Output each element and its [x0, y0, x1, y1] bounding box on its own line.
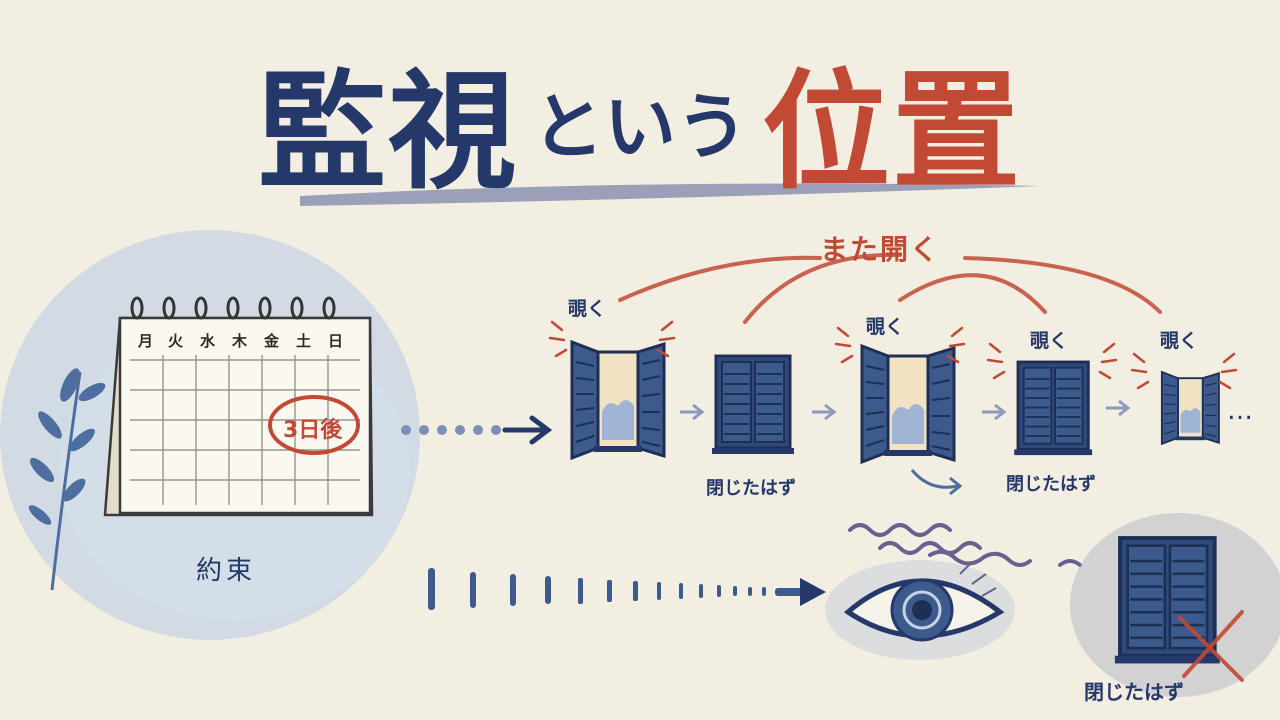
- peek-label-1: 覗く: [568, 298, 607, 320]
- spark-icon: [986, 342, 1006, 380]
- spark-icon: [656, 320, 676, 358]
- spark-icon: [1218, 352, 1238, 390]
- spark-icon: [946, 326, 966, 364]
- weekday-fri: 金: [264, 332, 280, 350]
- marked-date-label: 3日後: [283, 418, 343, 443]
- closed-label-final: 閉じたはず: [1084, 680, 1184, 704]
- eye-icon: [843, 561, 1005, 642]
- title-part-ichi: 位置: [762, 58, 1023, 207]
- peek-label-4: 覗く: [1160, 330, 1199, 352]
- reopen-label: また開く: [820, 233, 941, 266]
- window-closed-2: [710, 354, 796, 456]
- reopen-arcs: [618, 252, 1162, 324]
- title-brush-underline: [300, 183, 1040, 206]
- page-title: 監視という位置: [0, 28, 1280, 207]
- closed-label-1: 閉じたはず: [706, 478, 796, 499]
- scribble-lines: [848, 523, 1082, 567]
- calendar-icon: [103, 296, 374, 517]
- peek-label-3: 覗く: [1030, 330, 1069, 352]
- weekday-sun: 日: [328, 332, 344, 350]
- window-open-3: [860, 344, 956, 464]
- leaf-branch-icon: [28, 368, 106, 591]
- dotted-arrow: [401, 425, 501, 435]
- peek-label-2: 覗く: [866, 316, 905, 338]
- closed-label-2: 閉じたはず: [1006, 474, 1096, 495]
- calendar-caption: 約束: [196, 556, 257, 586]
- spark-icon: [548, 320, 568, 358]
- spark-icon: [1098, 342, 1118, 380]
- ellipsis-mark: …: [1227, 396, 1253, 426]
- weekday-tue: 火: [168, 332, 184, 350]
- window-open-1: [570, 340, 666, 460]
- window-closed-4: [1012, 360, 1094, 457]
- spark-icon: [1130, 352, 1150, 390]
- date-circle-mark: [268, 395, 360, 455]
- spark-icon: [834, 326, 854, 364]
- title-part-kanshi: 監視: [257, 58, 518, 207]
- x-mark-icon: [1178, 610, 1244, 682]
- weekday-sat: 土: [296, 332, 312, 350]
- weekday-wed: 水: [200, 332, 216, 350]
- title-part-toiu: という: [531, 85, 748, 169]
- dashed-arrow: [428, 568, 805, 610]
- weekday-mon: 月: [138, 332, 154, 350]
- window-open-5: [1160, 371, 1220, 445]
- weekday-thu: 木: [232, 332, 248, 350]
